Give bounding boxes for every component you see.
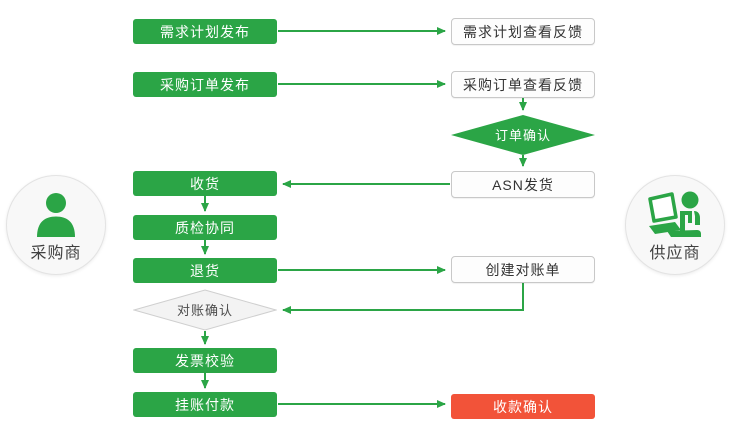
- actor-label: 供应商: [649, 245, 701, 262]
- diamond-shape: [133, 289, 277, 331]
- node-label: 退货: [190, 262, 220, 279]
- node-asn-ship: ASN发货: [451, 171, 595, 198]
- node-demand-plan-publish: 需求计划发布: [133, 19, 277, 44]
- node-label: 挂账付款: [175, 396, 235, 413]
- node-returns: 退货: [133, 258, 277, 283]
- node-label: 创建对账单: [485, 261, 561, 278]
- node-label: 采购订单发布: [160, 76, 250, 93]
- node-receiving: 收货: [133, 171, 277, 196]
- node-label: 发票校验: [175, 352, 235, 369]
- node-label: 订单确认: [494, 127, 551, 143]
- node-label: 收货: [190, 175, 220, 192]
- node-order-confirm-decision: 订单确认: [451, 115, 595, 155]
- node-po-publish: 采购订单发布: [133, 72, 277, 97]
- node-label: 质检协同: [175, 219, 235, 236]
- actor-label: 采购商: [30, 245, 82, 262]
- diamond-shape: [451, 115, 595, 155]
- supplier-laptop-user-icon: [647, 191, 703, 237]
- actor-supplier: 供应商: [625, 175, 725, 275]
- node-label: ASN发货: [492, 176, 554, 193]
- node-quality-collab: 质检协同: [133, 215, 277, 240]
- node-label: 需求计划查看反馈: [463, 23, 583, 40]
- node-create-statement: 创建对账单: [451, 256, 595, 283]
- node-book-payment: 挂账付款: [133, 392, 277, 417]
- node-invoice-check: 发票校验: [133, 348, 277, 373]
- node-label: 采购订单查看反馈: [463, 76, 583, 93]
- node-statement-confirm-decision: 对账确认: [133, 289, 277, 331]
- actor-buyer: 采购商: [6, 175, 106, 275]
- node-po-feedback: 采购订单查看反馈: [451, 71, 595, 98]
- node-label: 对账确认: [176, 302, 233, 318]
- node-payment-confirm: 收款确认: [451, 394, 595, 419]
- node-label: 收款确认: [493, 398, 553, 415]
- node-label: 需求计划发布: [160, 23, 250, 40]
- node-demand-plan-feedback: 需求计划查看反馈: [451, 18, 595, 45]
- buyer-user-icon: [34, 191, 78, 237]
